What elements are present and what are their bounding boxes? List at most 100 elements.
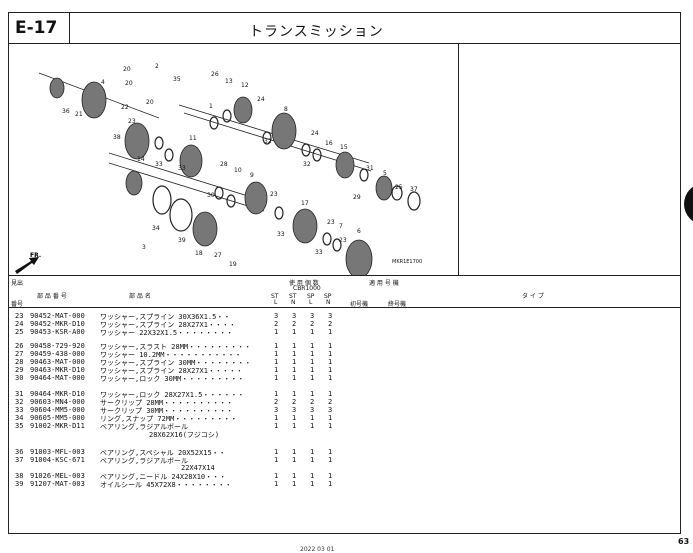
row-part-no: 90459-438-000 [30, 350, 85, 358]
direction-label: FR. [30, 252, 41, 259]
washer-shape [301, 143, 311, 157]
gear-shape [233, 96, 253, 124]
col-part-no: 部 品 番 号 [37, 293, 67, 300]
row-qty: 1 [310, 448, 315, 456]
row-ref: 39 [15, 480, 24, 488]
callout-label: 33 [277, 231, 285, 238]
row-ref: 35 [15, 422, 24, 430]
row-ref: 32 [15, 398, 24, 406]
col-ban: 番号 [11, 301, 24, 308]
washer-shape [226, 194, 236, 208]
row-qty: 1 [292, 390, 297, 398]
page-header: E-17 トランスミッション [9, 13, 680, 44]
row-qty: 1 [310, 342, 315, 350]
row-part-name-cont: 28X62X16(フジコシ) [149, 431, 220, 439]
callout-label: 30 [207, 192, 215, 199]
callout-label: 18 [195, 250, 203, 257]
gear-shape [81, 81, 107, 119]
callout-label: 14 [137, 156, 145, 163]
row-part-no: 90604-MM5-000 [30, 406, 85, 414]
sub-bot-4: N [326, 299, 331, 306]
washer-shape [154, 136, 164, 150]
callout-label: 25 [395, 184, 403, 191]
row-ref: 29 [15, 366, 24, 374]
callout-label: 32 [303, 161, 311, 168]
row-part-no: 90452-MAT-000 [30, 312, 85, 320]
callout-label: 4 [101, 79, 105, 86]
bearing-shape [407, 191, 421, 211]
row-qty: 1 [292, 328, 297, 336]
gear-shape [375, 175, 393, 201]
row-qty: 1 [292, 480, 297, 488]
row-qty: 1 [292, 472, 297, 480]
sub-top-2: ST [289, 293, 297, 300]
row-part-name: ベアリング,ニードル 24X28X10・・・ [100, 473, 227, 481]
callout-label: 10 [234, 167, 242, 174]
callout-label: 36 [62, 108, 70, 115]
row-part-name: ベアリング,ラジアルボール [100, 423, 189, 431]
row-qty: 2 [328, 320, 333, 328]
row-part-no: 90464-MAT-000 [30, 374, 85, 382]
row-qty: 1 [274, 480, 279, 488]
gear-shape [292, 208, 318, 244]
row-qty: 1 [328, 366, 333, 374]
col-usage: 使 用 個 数 [289, 280, 319, 287]
col-model: CBR1000 [293, 285, 321, 292]
row-ref: 25 [15, 328, 24, 336]
row-qty: 1 [274, 374, 279, 382]
row-qty: 1 [292, 456, 297, 464]
row-part-name: ワッシャー,スプライン 28X27X1・・・・ [100, 321, 236, 329]
row-qty: 3 [274, 406, 279, 414]
row-ref: 36 [15, 448, 24, 456]
callout-label: 31 [366, 165, 374, 172]
row-part-no: 90464-MKR-D10 [30, 390, 85, 398]
row-qty: 1 [328, 422, 333, 430]
row-ref: 31 [15, 390, 24, 398]
row-qty: 1 [292, 366, 297, 374]
washer-shape [209, 116, 219, 130]
row-qty: 1 [274, 448, 279, 456]
row-part-name: ワッシャー,ロック 28X27X1.5・・・・・・ [100, 391, 245, 399]
callout-label: 33 [315, 249, 323, 256]
header-rule [9, 307, 680, 308]
row-qty: 1 [310, 390, 315, 398]
row-part-name: リング,スナップ 72MM・・・・・・・・・ [100, 415, 238, 423]
row-part-name: ワッシャー,スプライン 30X36X1.5・・ [100, 313, 231, 321]
parts-table: 見出 番号 部 品 番 号 部 品 名 使 用 個 数 CBR1000 ST S… [9, 275, 680, 534]
sub-top-3: SP [307, 293, 315, 300]
row-qty: 1 [328, 342, 333, 350]
callout-label: 13 [225, 78, 233, 85]
row-part-no: 90605-MM5-000 [30, 414, 85, 422]
callout-label: 28 [220, 161, 228, 168]
callout-label: 20 [125, 80, 133, 87]
sub-bot-2: N [291, 299, 296, 306]
row-part-no: 91026-MEL-003 [30, 472, 85, 480]
row-qty: 1 [274, 366, 279, 374]
row-qty: 3 [310, 312, 315, 320]
row-part-name: ワッシャー,スプライン 30MM・・・・・・・・ [100, 359, 252, 367]
row-part-no: 90458-729-920 [30, 342, 85, 350]
row-qty: 1 [292, 422, 297, 430]
row-qty: 2 [310, 320, 315, 328]
col-first: 初号機 [350, 301, 369, 308]
callout-label: 27 [214, 252, 222, 259]
row-ref: 33 [15, 406, 24, 414]
diagram-ref-code: MKR1E1700 [392, 259, 423, 265]
callout-label: 1 [209, 103, 213, 110]
row-qty: 1 [310, 366, 315, 374]
row-qty: 3 [310, 406, 315, 414]
row-qty: 1 [274, 342, 279, 350]
row-qty: 1 [328, 374, 333, 382]
row-part-name: サークリップ 28MM・・・・・・・・・・ [100, 399, 234, 407]
row-part-name: ワッシャー,スプライン 28X27X1・・・・・ [100, 367, 243, 375]
callout-label: 35 [173, 76, 181, 83]
bearing-shape [49, 77, 65, 99]
row-qty: 1 [328, 480, 333, 488]
blank-panel [458, 43, 680, 275]
col-type: タ イ プ [522, 293, 544, 300]
row-qty: 2 [274, 320, 279, 328]
callout-label: 3 [142, 244, 146, 251]
callout-label: 33 [178, 165, 186, 172]
row-qty: 1 [292, 448, 297, 456]
row-qty: 2 [328, 398, 333, 406]
